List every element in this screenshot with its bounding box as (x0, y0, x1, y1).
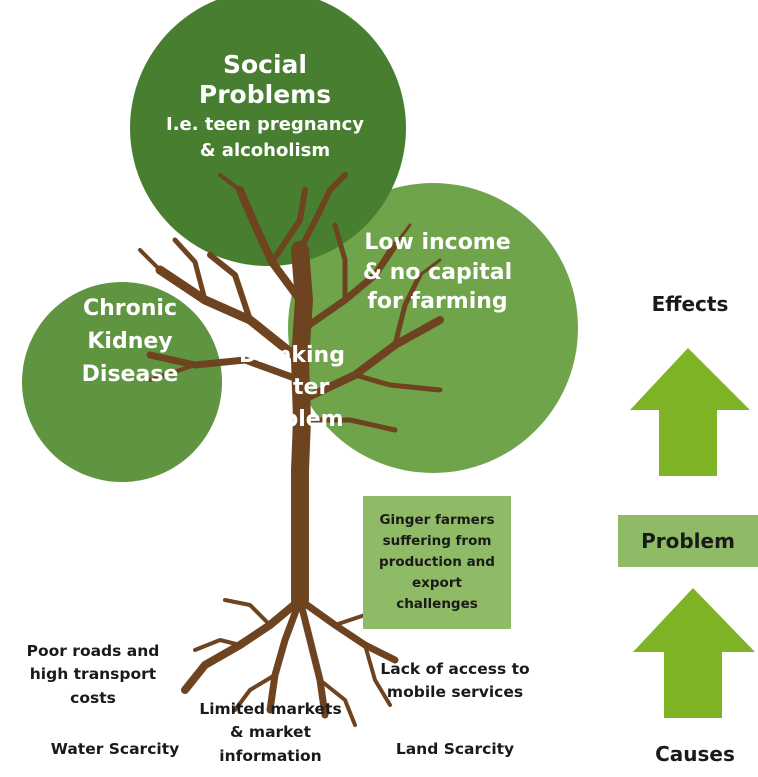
problem-line4: export (412, 574, 462, 591)
social-detail-line1: I.e. teen pregnancy (166, 114, 364, 135)
kidney-line1: Chronic (82, 296, 177, 321)
low-income-label: Low income & no capital for farming (335, 228, 540, 317)
income-line2: & no capital (362, 259, 513, 285)
markets-line3: information (219, 746, 322, 765)
up-arrow-icon (630, 348, 750, 476)
mobile-line1: Lack of access to (380, 660, 530, 678)
markets-line2: & market (230, 723, 311, 742)
cause-limited-markets: Limited markets & market information (188, 698, 353, 768)
tree-icon (138, 172, 444, 727)
income-line3: for farming (367, 289, 508, 315)
drinking-water-label: Drinking Water Problem (222, 340, 362, 436)
problem-legend-label: Problem (641, 529, 735, 553)
kidney-line3: Disease (81, 362, 179, 387)
social-title-line2: Problems (198, 80, 332, 109)
effects-label: Effects (651, 292, 729, 316)
circle-kidney (22, 282, 222, 482)
kidney-disease-label: Chronic Kidney Disease (55, 292, 205, 391)
social-problems-label: Social Problems I.e. teen pregnancy & al… (160, 50, 370, 161)
social-title-line1: Social (222, 50, 307, 79)
mobile-line2: mobile services (386, 683, 524, 702)
causes-label: Causes (655, 742, 735, 766)
center-line1: Drinking (239, 343, 345, 368)
problem-legend-box: Problem (618, 515, 758, 567)
center-line3: Problem (240, 406, 344, 432)
roads-line1: Poor roads and (26, 642, 160, 660)
circle-social (130, 0, 406, 266)
roads-line2: high transport (29, 665, 157, 684)
problem-line2: suffering from (382, 533, 492, 550)
cause-mobile-access: Lack of access to mobile services (365, 658, 545, 705)
cause-water-scarcity: Water Scarcity (50, 740, 180, 758)
problem-line5: challenges (396, 595, 478, 612)
center-line2: Water (254, 374, 330, 400)
markets-line1: Limited markets (199, 700, 342, 718)
cause-land-scarcity: Land Scarcity (395, 740, 515, 758)
income-line1: Low income (364, 230, 511, 255)
social-detail-line2: & alcoholism (199, 139, 331, 161)
cause-poor-roads: Poor roads and high transport costs (8, 640, 178, 710)
roads-line3: costs (70, 688, 116, 707)
kidney-line2: Kidney (87, 329, 173, 354)
core-problem-box: Ginger farmers suffering from production… (363, 496, 511, 629)
up-arrow-icon (633, 588, 755, 718)
problem-line3: production and (379, 554, 495, 571)
problem-line1: Ginger farmers (379, 512, 495, 529)
